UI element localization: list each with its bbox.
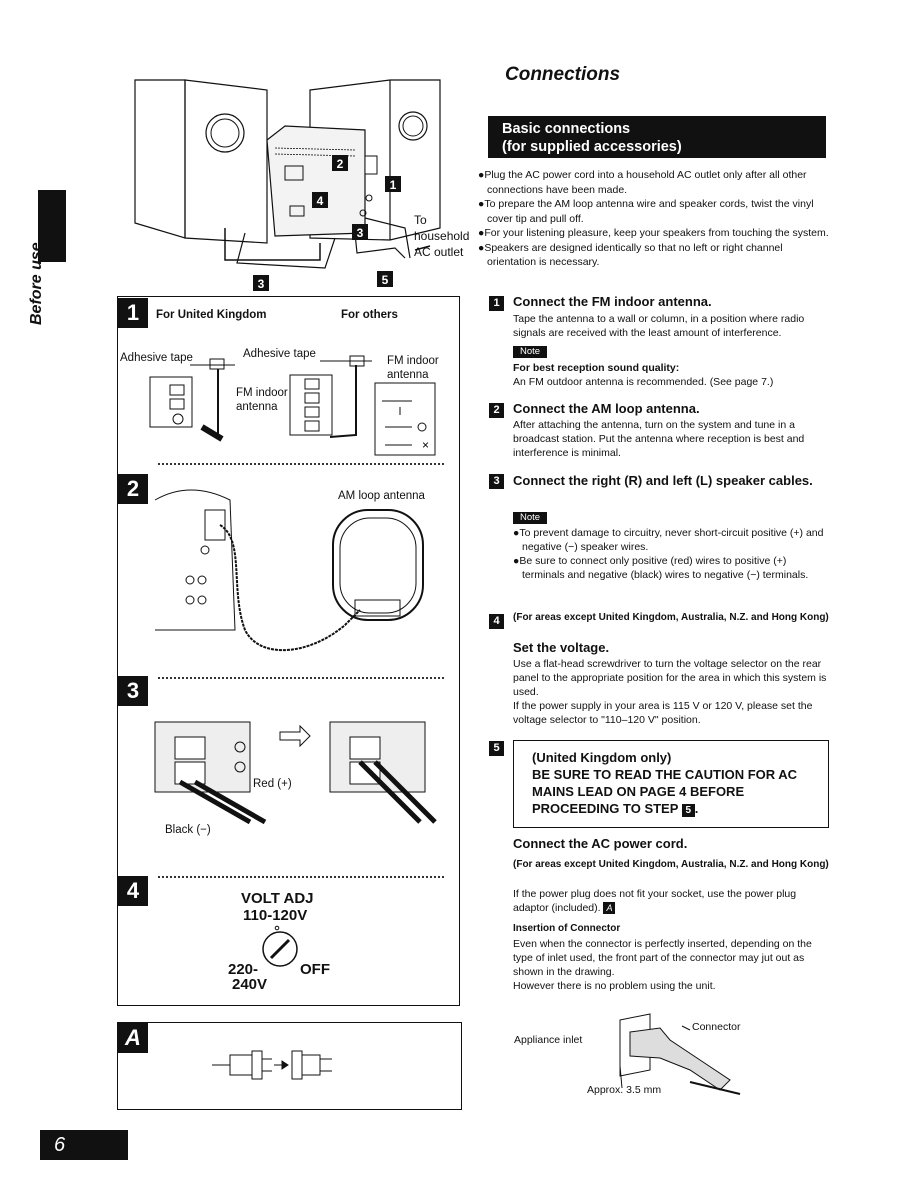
- divider: [158, 463, 444, 465]
- uk-warning-box: (United Kingdom only) BE SURE TO READ TH…: [513, 740, 829, 828]
- svg-text:3: 3: [258, 277, 265, 291]
- marker-2: 2: [337, 157, 344, 171]
- step-4-heading: Set the voltage.: [513, 640, 610, 655]
- note-item: ●To prevent damage to circuitry, never s…: [513, 527, 824, 553]
- step-4-areas: (For areas except United Kingdom, Austra…: [513, 612, 829, 623]
- sidebar-section-label: Before use: [28, 242, 45, 325]
- note-heading: For best reception sound quality:: [513, 362, 680, 374]
- note-label: Note: [513, 346, 547, 358]
- voltage-240-label: 240V: [232, 976, 268, 993]
- page-title: Connections: [505, 64, 621, 85]
- warning-region: (United Kingdom only): [532, 750, 672, 765]
- step-3-heading: Connect the right (R) and left (L) speak…: [513, 473, 813, 488]
- insertion-body: However there is no problem using the un…: [513, 980, 716, 992]
- outlet-label: To household AC outlet: [414, 213, 470, 259]
- fm-antenna-label: FM indoor antenna: [387, 355, 439, 381]
- bullet-item: ●To prepare the AM loop antenna wire and…: [478, 198, 814, 225]
- page-number: 6: [40, 1130, 128, 1160]
- panel-step-2-number: 2: [118, 474, 148, 504]
- red-wire-label: Red (+): [253, 778, 292, 790]
- bullet-item: ●Speakers are designed identically so th…: [478, 241, 783, 269]
- connector-diagram: [619, 1013, 741, 1095]
- section-banner: Basic connections (for supplied accessor…: [488, 116, 826, 158]
- plug-adaptor-diagram: [212, 1050, 332, 1080]
- speaker-terminal-diagram: [154, 721, 437, 825]
- step-4-body: Use a flat-head screwdriver to turn the …: [513, 658, 827, 698]
- banner-line-1: Basic connections: [502, 121, 631, 137]
- adhesive-tape-label: Adhesive tape: [120, 352, 193, 364]
- for-others-label: For others: [341, 309, 398, 321]
- svg-text:3: 3: [357, 226, 364, 240]
- note-label: Note: [513, 512, 547, 524]
- approx-distance-label: Approx. 3.5 mm: [587, 1084, 662, 1096]
- fm-antenna-label: FM indoor antenna: [236, 387, 288, 413]
- step-2-heading: Connect the AM loop antenna.: [513, 401, 700, 416]
- step-5-areas: (For areas except United Kingdom, Austra…: [513, 859, 829, 870]
- step-2-body: After attaching the antenna, turn on the…: [513, 419, 805, 459]
- voltage-selector-dial: [262, 925, 298, 967]
- svg-text:4: 4: [317, 194, 324, 208]
- step-2-number: 2: [489, 403, 504, 418]
- step-5-heading: Connect the AC power cord.: [513, 836, 688, 851]
- svg-text:5: 5: [382, 273, 389, 287]
- svg-text:×: ×: [422, 438, 429, 452]
- insertion-body: Even when the connector is perfectly ins…: [513, 938, 812, 978]
- fm-antenna-diagram: ×: [149, 355, 436, 456]
- step-5-body-text: If the power plug does not fit your sock…: [513, 888, 797, 914]
- bullet-item: ●Plug the AC power cord into a household…: [478, 169, 807, 196]
- steps-panel: [117, 296, 460, 1006]
- off-label: OFF: [300, 961, 330, 978]
- insertion-heading: Insertion of Connector: [513, 923, 621, 934]
- step-3-number: 3: [489, 474, 504, 489]
- step-4-number: 4: [489, 614, 504, 629]
- svg-text:1: 1: [390, 178, 397, 192]
- warning-step-ref: 5: [681, 804, 695, 817]
- divider: [158, 677, 444, 679]
- banner-line-2: (for supplied accessories): [502, 139, 682, 155]
- panel-step-3-number: 3: [118, 676, 148, 706]
- intro-bullets: ●Plug the AC power cord into a household…: [478, 168, 830, 270]
- adaptor-panel: [117, 1022, 462, 1110]
- note-body: An FM outdoor antenna is recommended. (S…: [513, 376, 774, 388]
- bullet-item: ●For your listening pleasure, keep your …: [478, 227, 829, 239]
- warning-text: BE SURE TO READ THE CAUTION FOR AC MAINS…: [532, 767, 798, 816]
- panel-step-4-number: 4: [118, 876, 148, 906]
- appliance-inlet-label: Appliance inlet: [514, 1034, 583, 1046]
- note-item: ●Be sure to connect only positive (red) …: [513, 555, 809, 581]
- panel-step-1-number: 1: [118, 298, 148, 328]
- adhesive-tape-label: Adhesive tape: [243, 348, 316, 360]
- am-loop-label: AM loop antenna: [338, 490, 425, 502]
- black-wire-label: Black (−): [165, 824, 211, 836]
- am-antenna-diagram: [154, 489, 424, 651]
- divider: [158, 876, 444, 878]
- volt-adj-label: VOLT ADJ: [241, 890, 314, 907]
- for-uk-label: For United Kingdom: [156, 309, 267, 321]
- system-rear-diagram: 2 1 4 3 3 5: [134, 79, 441, 291]
- step-1-number: 1: [489, 296, 504, 311]
- step-5-body: If the power plug does not fit your sock…: [513, 887, 829, 915]
- step-1-body: Tape the antenna to a wall or column, in…: [513, 313, 805, 339]
- step-1-heading: Connect the FM indoor antenna.: [513, 294, 712, 309]
- voltage-110-label: 110-120V: [243, 907, 308, 924]
- sidebar-section-marker: [38, 190, 66, 262]
- step-5-number: 5: [489, 741, 504, 756]
- connector-label: Connector: [692, 1021, 741, 1033]
- panel-a-letter: A: [118, 1023, 148, 1053]
- adaptor-ref: A: [603, 902, 616, 914]
- step-4-body: If the power supply in your area is 115 …: [513, 700, 813, 726]
- voltage-220-label: 220-: [228, 961, 259, 978]
